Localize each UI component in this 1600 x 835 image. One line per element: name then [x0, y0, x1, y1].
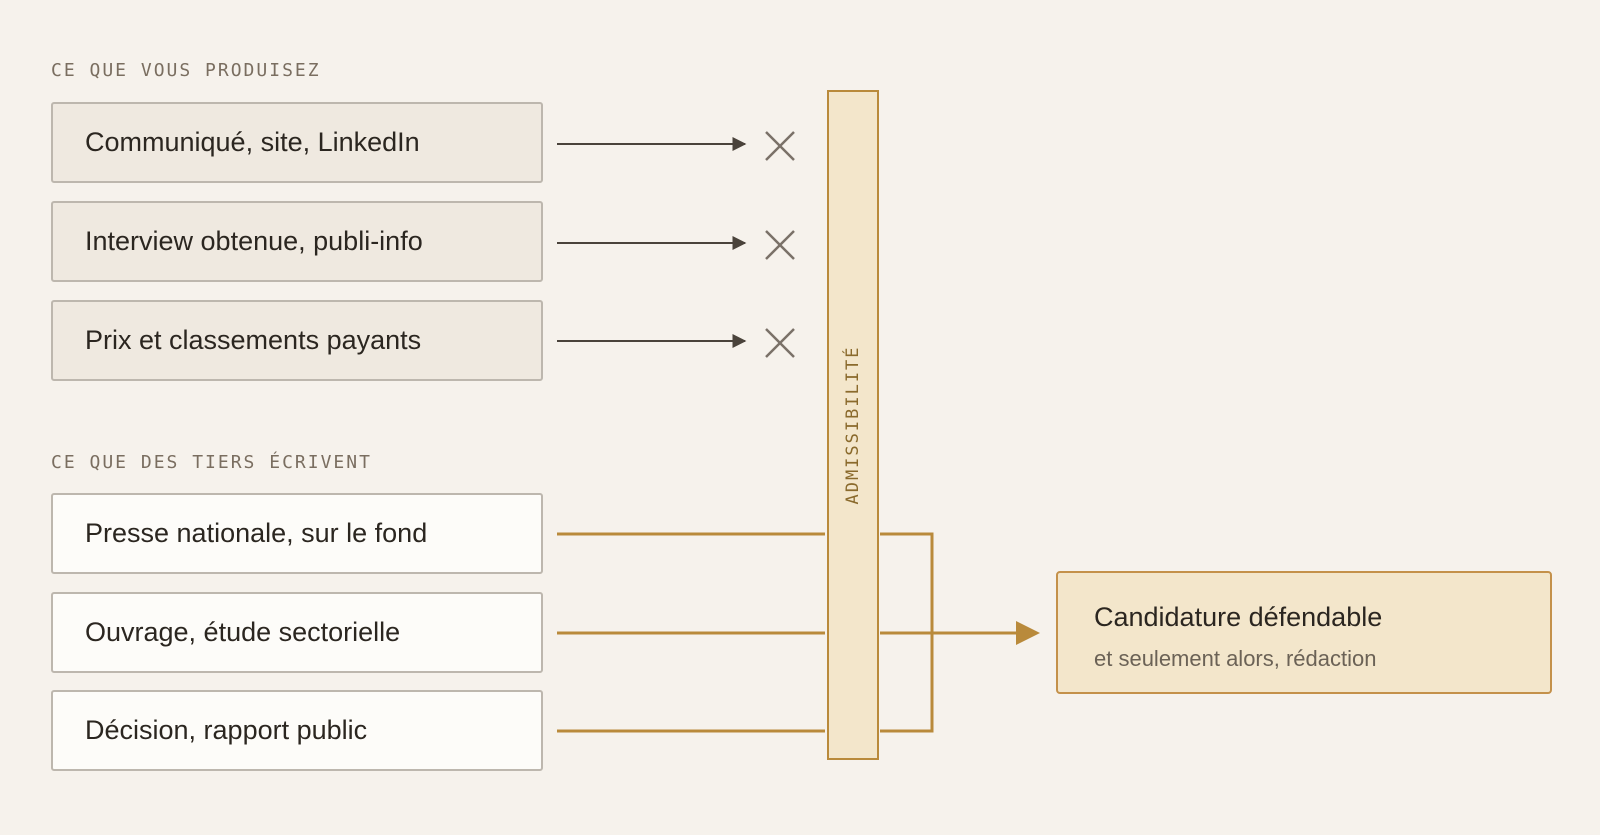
own-item-interview: Interview obtenue, publi-info [51, 201, 543, 282]
output-arrowhead [1016, 621, 1040, 645]
third-item-book-study: Ouvrage, étude sectorielle [51, 592, 543, 673]
third-item-national-press: Presse nationale, sur le fond [51, 493, 543, 574]
outcome-subtitle: et seulement alors, rédaction [1094, 646, 1377, 671]
cross-icon [765, 131, 795, 161]
third-item-label: Ouvrage, étude sectorielle [85, 617, 401, 647]
own-item-label: Prix et classements payants [85, 325, 422, 355]
section-label-third: CE QUE DES TIERS ÉCRIVENT [51, 452, 372, 473]
gate-label: ADMISSIBILITÉ [843, 345, 863, 505]
third-item-public-report: Décision, rapport public [51, 690, 543, 771]
own-item-paid-awards: Prix et classements payants [51, 300, 543, 381]
third-item-label: Décision, rapport public [85, 715, 368, 745]
third-item-label: Presse nationale, sur le fond [85, 518, 428, 548]
outcome-title: Candidature défendable [1094, 602, 1383, 632]
section-label-own: CE QUE VOUS PRODUISEZ [51, 60, 321, 81]
own-item-label: Communiqué, site, LinkedIn [85, 127, 420, 157]
cross-icon [765, 230, 795, 260]
own-item-label: Interview obtenue, publi-info [85, 226, 423, 256]
admissibility-gate [827, 90, 879, 760]
cross-icon [765, 328, 795, 358]
own-item-press-release: Communiqué, site, LinkedIn [51, 102, 543, 183]
outcome-box: Candidature défendable et seulement alor… [1056, 571, 1552, 694]
